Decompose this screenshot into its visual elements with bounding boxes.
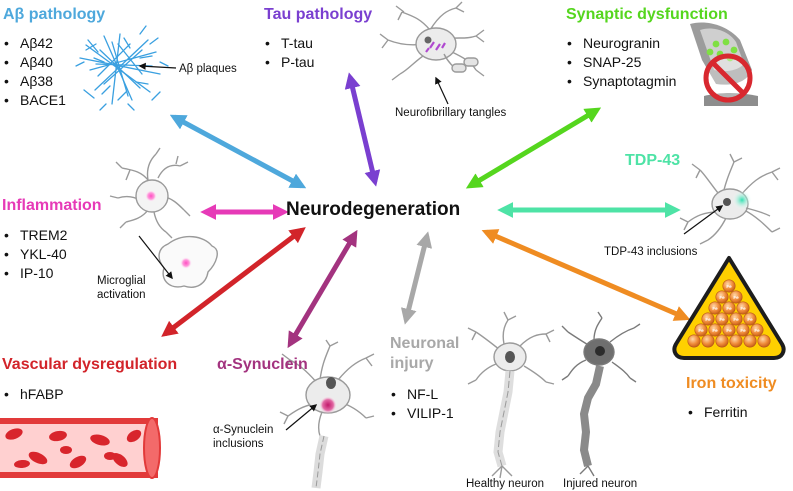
injured-neuron-label: Injured neuron (563, 478, 638, 490)
fe-label: Fe (719, 317, 725, 322)
inflammation-title: Inflammation (2, 197, 102, 214)
synaptic-marker: Synaptotagmin (567, 72, 676, 91)
synuclein-pointer (285, 404, 318, 431)
synuclein-annotation-line: α-Synuclein (213, 424, 274, 436)
tau-title: Tau pathology (264, 6, 373, 23)
microglia-icon (109, 147, 191, 239)
microglia-annotation-line: activation (97, 289, 146, 301)
fe-label: Fe (726, 284, 732, 289)
fe-label: Fe (733, 295, 739, 300)
inflammation-marker: YKL-40 (4, 245, 67, 264)
synaptic-marker: SNAP-25 (567, 53, 676, 72)
abeta-marker: Aβ42 (4, 34, 66, 53)
microglia-pointer (138, 235, 173, 280)
fe-label: Fe (733, 317, 739, 322)
neuronal-title-line: Neuronal (390, 335, 460, 352)
fe-label: Fe (740, 328, 746, 333)
microglia-activated-icon (158, 236, 218, 288)
neuron-inclusion-icon (679, 153, 781, 245)
arrow-vascular (161, 227, 306, 337)
synaptic-marker: Neurogranin (567, 34, 676, 53)
vascular-marker-list: hFABP (4, 385, 64, 404)
healthy-neuron-icon (467, 311, 555, 479)
arrow-synuclein (287, 229, 358, 349)
tau-annotation: Neurofibrillary tangles (395, 107, 507, 119)
arrow-synaptic (465, 107, 602, 189)
iron-marker: Ferritin (688, 403, 748, 422)
inflammation-marker: IP-10 (4, 264, 67, 283)
tau-marker: P-tau (265, 53, 314, 72)
fe-label: Fe (740, 306, 746, 311)
synaptic-title: Synaptic dysfunction (566, 6, 728, 23)
neuron-synuclein-icon (279, 339, 375, 489)
iron-title: Iron toxicity (686, 375, 777, 392)
vascular-marker: hFABP (4, 385, 64, 404)
blood-vessel-icon (0, 417, 161, 479)
synaptic-marker-list: Neurogranin SNAP-25 Synaptotagmin (567, 34, 676, 91)
connector-arrows (161, 72, 691, 349)
iron-warning-icon: Fe Fe Fe Fe Fe Fe Fe Fe Fe Fe Fe Fe Fe F… (672, 256, 786, 360)
iron-marker-list: Ferritin (688, 403, 748, 422)
fe-label: Fe (705, 317, 711, 322)
abeta-title: Aβ pathology (3, 6, 106, 23)
neuronal-marker: VILIP-1 (391, 404, 454, 423)
inflammation-marker: TREM2 (4, 226, 67, 245)
neuronal-marker-list: NF-L VILIP-1 (391, 385, 454, 423)
arrow-neuronal (400, 231, 433, 325)
abeta-marker: Aβ38 (4, 72, 66, 91)
abeta-marker: Aβ40 (4, 53, 66, 72)
abeta-marker-list: Aβ42 Aβ40 Aβ38 BACE1 (4, 34, 66, 110)
fe-label: Fe (712, 306, 718, 311)
fe-label: Fe (719, 295, 725, 300)
vascular-title: Vascular dysregulation (2, 356, 178, 373)
neuron-tangle-icon (379, 1, 485, 81)
neuronal-title-line: injury (390, 355, 434, 372)
injured-neuron-icon (561, 311, 641, 477)
tangle-pointer (435, 76, 449, 105)
plaque-pointer (138, 62, 177, 70)
healthy-neuron-label: Healthy neuron (466, 478, 544, 490)
tau-marker-list: T-tau P-tau (265, 34, 314, 72)
fe-label: Fe (726, 328, 732, 333)
abeta-annotation: Aβ plaques (179, 63, 237, 75)
tau-marker: T-tau (265, 34, 314, 53)
synapse-blocked-icon (690, 22, 758, 106)
fe-label: Fe (712, 328, 718, 333)
tdp43-title: TDP-43 (625, 152, 681, 169)
tdp43-annotation: TDP-43 inclusions (604, 246, 698, 258)
arrow-abeta (169, 114, 307, 189)
neuronal-title: Neuronal injury (390, 334, 459, 374)
arrow-tau (344, 72, 381, 187)
tdp43-pointer (683, 205, 724, 235)
arrow-iron (481, 229, 691, 321)
fe-label: Fe (747, 317, 753, 322)
fe-label: Fe (754, 328, 760, 333)
fe-label: Fe (726, 306, 732, 311)
center-title: Neurodegeneration (286, 199, 461, 220)
neuronal-marker: NF-L (391, 385, 454, 404)
amyloid-plaque-icon (75, 25, 169, 111)
fe-label: Fe (698, 328, 704, 333)
synuclein-annotation-line: inclusions (213, 438, 264, 450)
microglia-annotation-line: Microglial (97, 275, 146, 287)
inflammation-marker-list: TREM2 YKL-40 IP-10 (4, 226, 67, 283)
microglia-annotation: Microglial activation (97, 274, 146, 302)
synuclein-annotation: α-Synuclein inclusions (213, 423, 273, 451)
synuclein-title: α-Synuclein (217, 356, 308, 373)
abeta-marker: BACE1 (4, 91, 66, 110)
